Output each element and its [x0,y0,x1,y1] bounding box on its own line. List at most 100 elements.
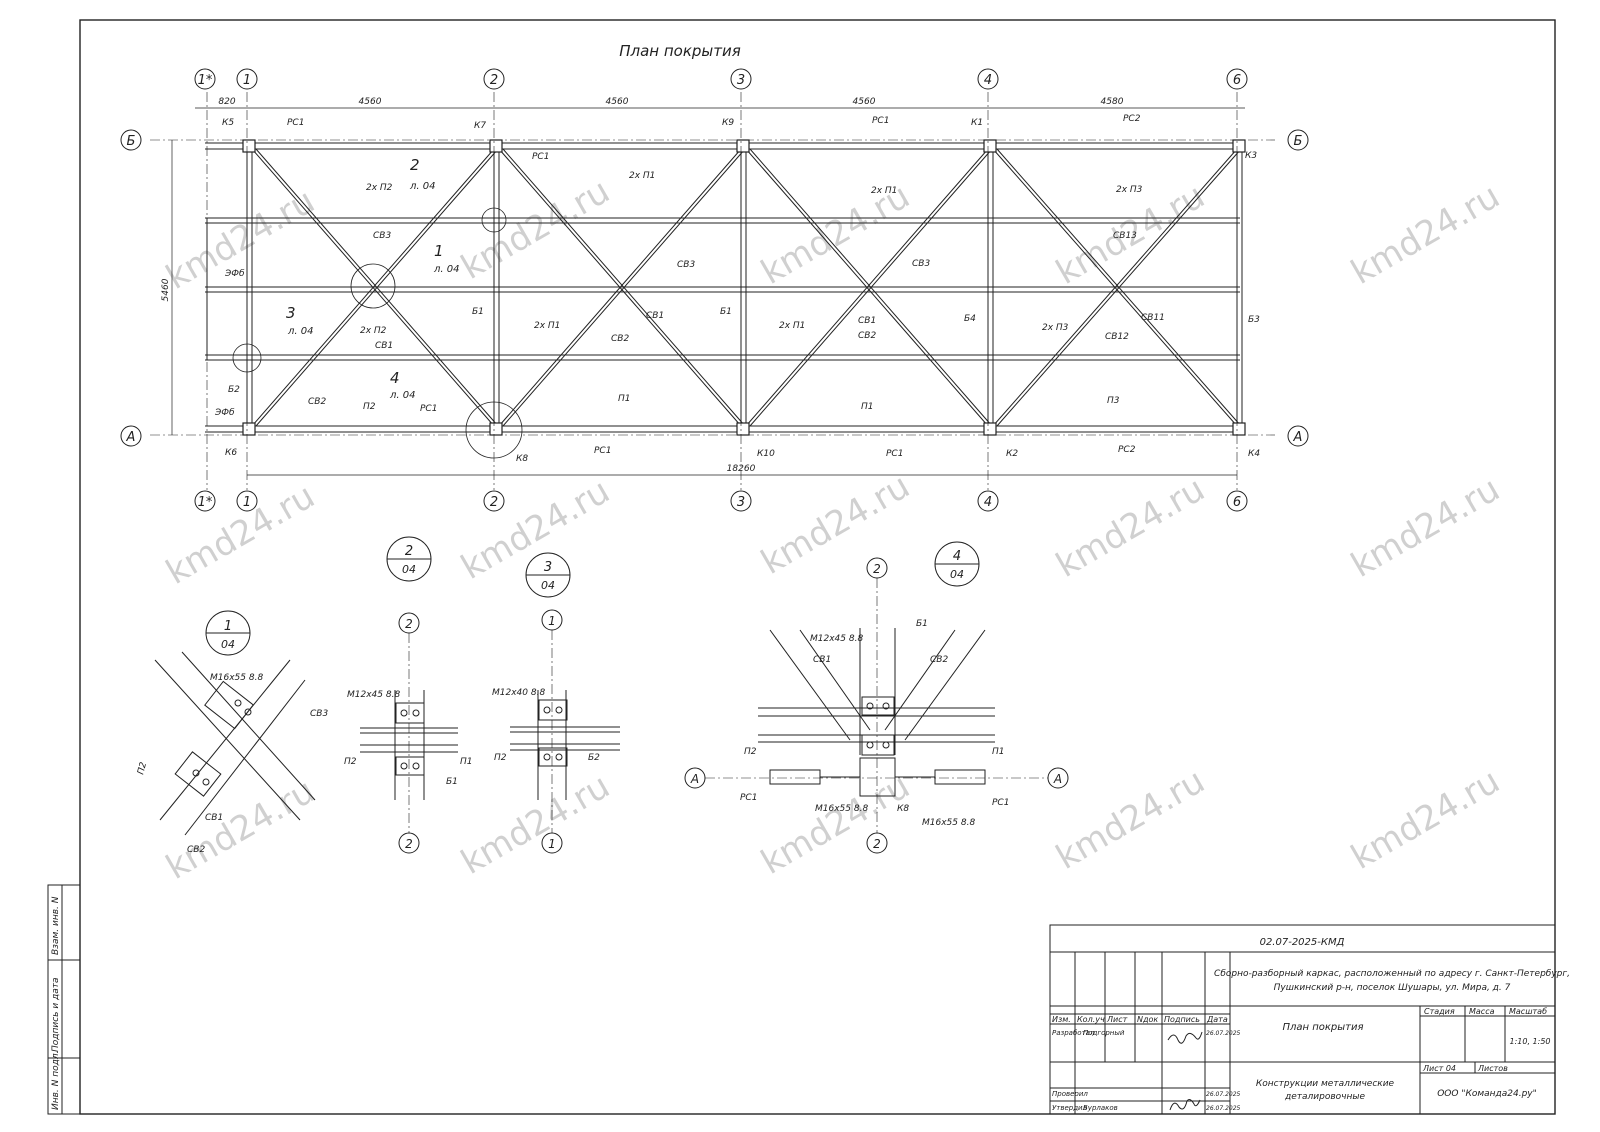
watermark-text: kmd24.ru [1345,761,1507,878]
svg-text:Подгорный: Подгорный [1083,1029,1125,1037]
svg-text:1: 1 [548,837,556,851]
svg-text:4: 4 [390,369,400,387]
svg-text:П3: П3 [1107,396,1120,406]
svg-text:К5: К5 [222,118,234,128]
svg-text:К2: К2 [1006,449,1018,459]
plan-callouts: 2 л. 04 1 л. 04 3 л. 04 4 л. 04 [286,156,459,401]
svg-text:К8: К8 [897,804,909,814]
svg-text:2х П2: 2х П2 [360,326,387,336]
svg-text:Подпись и дата: Подпись и дата [51,977,61,1052]
svg-text:СВ3: СВ3 [373,231,391,241]
svg-text:РС2: РС2 [1123,114,1141,124]
title-block [1049,924,1556,1115]
detail-4-text: 4 04 2 2 А А М12х45 8.8 М16х55 8.8 М16х5… [690,549,1062,851]
svg-text:1*: 1* [198,73,213,88]
svg-text:М12х45 8.8: М12х45 8.8 [810,634,863,644]
svg-text:Подпись: Подпись [1164,1015,1200,1024]
svg-text:1:10, 1:50: 1:10, 1:50 [1509,1037,1550,1046]
svg-text:4: 4 [984,73,992,88]
svg-text:СВ1: СВ1 [646,311,664,321]
detail-4 [684,541,1069,854]
svg-text:Конструкции металлические: Конструкции металлические [1256,1079,1395,1089]
svg-text:1*: 1* [198,495,213,510]
svg-text:2: 2 [490,73,498,88]
svg-text:П2: П2 [744,747,757,757]
svg-text:СВ2: СВ2 [308,397,326,407]
svg-text:П1: П1 [618,394,631,404]
detail-2-text: 2 04 2 2 М12х45 8.8 П2 П1 Б1 [344,544,473,851]
svg-text:4: 4 [984,495,992,510]
svg-text:3: 3 [544,560,552,575]
svg-text:СВ1: СВ1 [205,813,223,823]
svg-text:М16х55 8.8: М16х55 8.8 [922,818,975,828]
svg-text:К1: К1 [971,118,983,128]
svg-text:4: 4 [953,549,961,564]
svg-text:04: 04 [950,568,964,581]
svg-text:СВ2: СВ2 [930,655,948,665]
svg-text:4580: 4580 [1101,97,1124,107]
svg-text:М16х55 8.8: М16х55 8.8 [815,804,868,814]
svg-text:Б1: Б1 [446,777,458,787]
svg-text:Б1: Б1 [472,307,484,317]
svg-text:Масштаб: Масштаб [1509,1007,1547,1016]
svg-text:1: 1 [224,619,232,634]
detail-1 [154,610,316,836]
watermark-text: kmd24.ru [160,181,322,298]
plan-braces [251,148,1242,427]
svg-text:1: 1 [548,614,556,628]
svg-text:2х П3: 2х П3 [1116,185,1143,195]
watermark-text: kmd24.ru [1050,469,1212,586]
svg-text:л. 04: л. 04 [389,390,415,401]
svg-text:2х П1: 2х П1 [534,321,560,331]
svg-text:л. 04: л. 04 [287,326,313,337]
svg-text:Бурлаков: Бурлаков [1083,1104,1118,1112]
svg-text:2х П3: 2х П3 [1042,323,1069,333]
detail-1-text: 1 04 М16х55 8.8 СВ3 П2 СВ1 СВ2 [136,619,328,855]
svg-text:3: 3 [737,73,745,88]
svg-text:4560: 4560 [606,97,629,107]
svg-text:ООО "Команда24.ру": ООО "Команда24.ру" [1437,1089,1537,1099]
svg-text:А: А [126,430,136,445]
svg-text:Б: Б [127,134,136,149]
svg-text:Б4: Б4 [964,314,976,324]
svg-text:2х П1: 2х П1 [871,186,897,196]
svg-text:26.07.2025: 26.07.2025 [1206,1030,1241,1037]
svg-text:3: 3 [286,304,296,322]
watermark-text: kmd24.ru [455,171,617,288]
svg-text:РС1: РС1 [420,404,437,414]
watermark-text: kmd24.ru [160,771,322,888]
signature-developer [1167,1031,1203,1044]
svg-text:Дата: Дата [1206,1015,1228,1024]
svg-text:2: 2 [410,156,420,174]
svg-text:СВ2: СВ2 [187,845,205,855]
svg-text:Сборно-разборный каркас, распо: Сборно-разборный каркас, расположенный п… [1214,969,1570,979]
svg-text:Взам. инв. N: Взам. инв. N [51,896,61,955]
svg-text:1: 1 [243,495,251,510]
svg-text:1: 1 [243,73,251,88]
side-stamp-text: Взам. инв. N Подпись и дата Инв. N подл. [51,896,61,1110]
svg-text:Б1: Б1 [720,307,732,317]
detail-3-text: 3 04 1 1 М12х40 8.8 П2 Б2 [492,560,600,851]
svg-text:Проверил: Проверил [1052,1090,1088,1098]
svg-text:К4: К4 [1248,449,1260,459]
svg-text:Б2: Б2 [588,753,600,763]
svg-text:26.07.2025: 26.07.2025 [1206,1091,1241,1098]
svg-text:6: 6 [1233,73,1241,88]
watermark-text: kmd24.ru [455,766,617,883]
plan-dimensions [171,107,1245,476]
svg-text:РС1: РС1 [594,446,611,456]
svg-text:СВ1: СВ1 [813,655,831,665]
svg-text:2: 2 [490,495,498,510]
svg-text:СВ1: СВ1 [375,341,393,351]
plan-dimension-text: 820 4560 4560 4560 4580 18260 5460 [161,97,1124,474]
svg-text:РС1: РС1 [886,449,903,459]
svg-text:М16х55 8.8: М16х55 8.8 [210,673,263,683]
svg-text:П2: П2 [344,757,357,767]
svg-text:Лист 04: Лист 04 [1422,1064,1456,1073]
plan-element-labels: РС1 РС1 РС1 РС2 2х П2 2х П1 2х П1 2х П3 … [214,114,1260,459]
svg-text:К6: К6 [225,448,237,458]
svg-text:А: А [1053,772,1062,786]
svg-text:6: 6 [1233,495,1241,510]
svg-text:Масса: Масса [1469,1007,1495,1016]
svg-text:2: 2 [405,617,413,631]
